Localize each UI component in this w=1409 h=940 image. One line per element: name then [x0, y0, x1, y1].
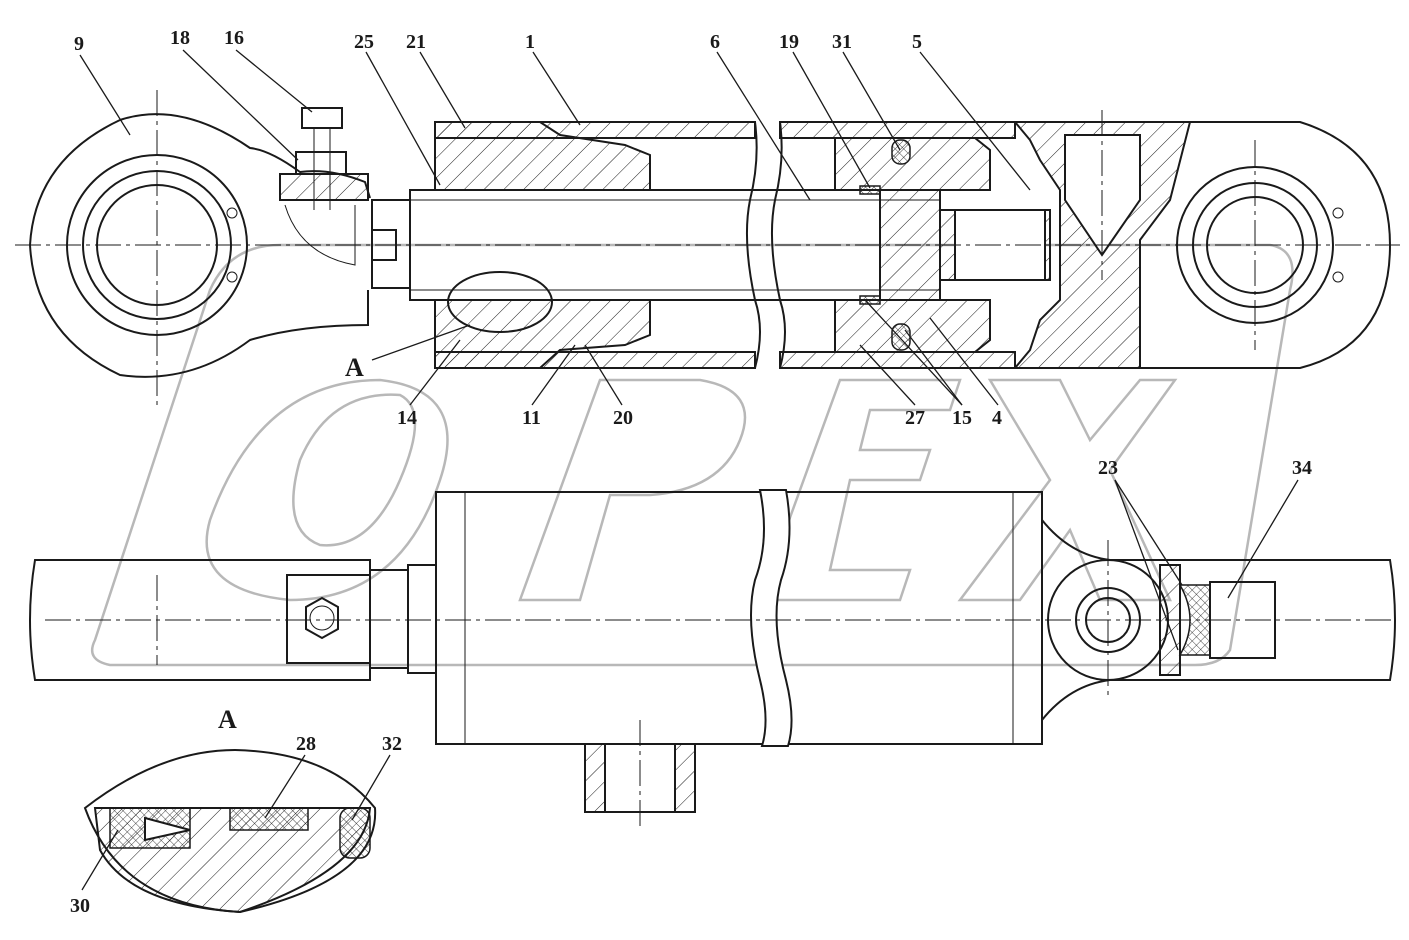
callout-31: 31: [832, 31, 852, 53]
section-view: [15, 90, 1400, 410]
callout-6: 6: [710, 31, 720, 53]
callout-4: 4: [992, 407, 1002, 429]
callout-15: 15: [952, 407, 972, 429]
callout-leaders: [79, 49, 1299, 891]
callout-21: 21: [406, 31, 426, 53]
callout-27: 27: [905, 407, 925, 429]
callout-28: 28: [296, 733, 316, 755]
callout-1: 1: [525, 31, 535, 53]
callout-19: 19: [779, 31, 799, 53]
callout-11: 11: [522, 407, 541, 429]
section-marker-a: A: [345, 353, 364, 382]
detail-view-a: [83, 748, 377, 914]
external-view: [29, 489, 1396, 830]
callout-9: 9: [74, 33, 84, 55]
callout-14: 14: [397, 407, 417, 429]
grease-nipple: [279, 107, 369, 266]
callout-30: 30: [70, 895, 90, 917]
callout-labels: 9 18 16 25 21 1 6 19 31 5 14 11 20 27 15…: [70, 27, 1312, 917]
detail-title-a: A: [218, 705, 237, 734]
callout-16: 16: [224, 27, 244, 49]
callout-20: 20: [613, 407, 633, 429]
callout-18: 18: [170, 27, 190, 49]
detail-a-circle: [447, 271, 553, 333]
callout-32: 32: [382, 733, 402, 755]
callout-25: 25: [354, 31, 374, 53]
callout-5: 5: [912, 31, 922, 53]
callout-23: 23: [1098, 457, 1118, 479]
watermark-logo: [90, 243, 1294, 667]
callout-34: 34: [1292, 457, 1312, 479]
